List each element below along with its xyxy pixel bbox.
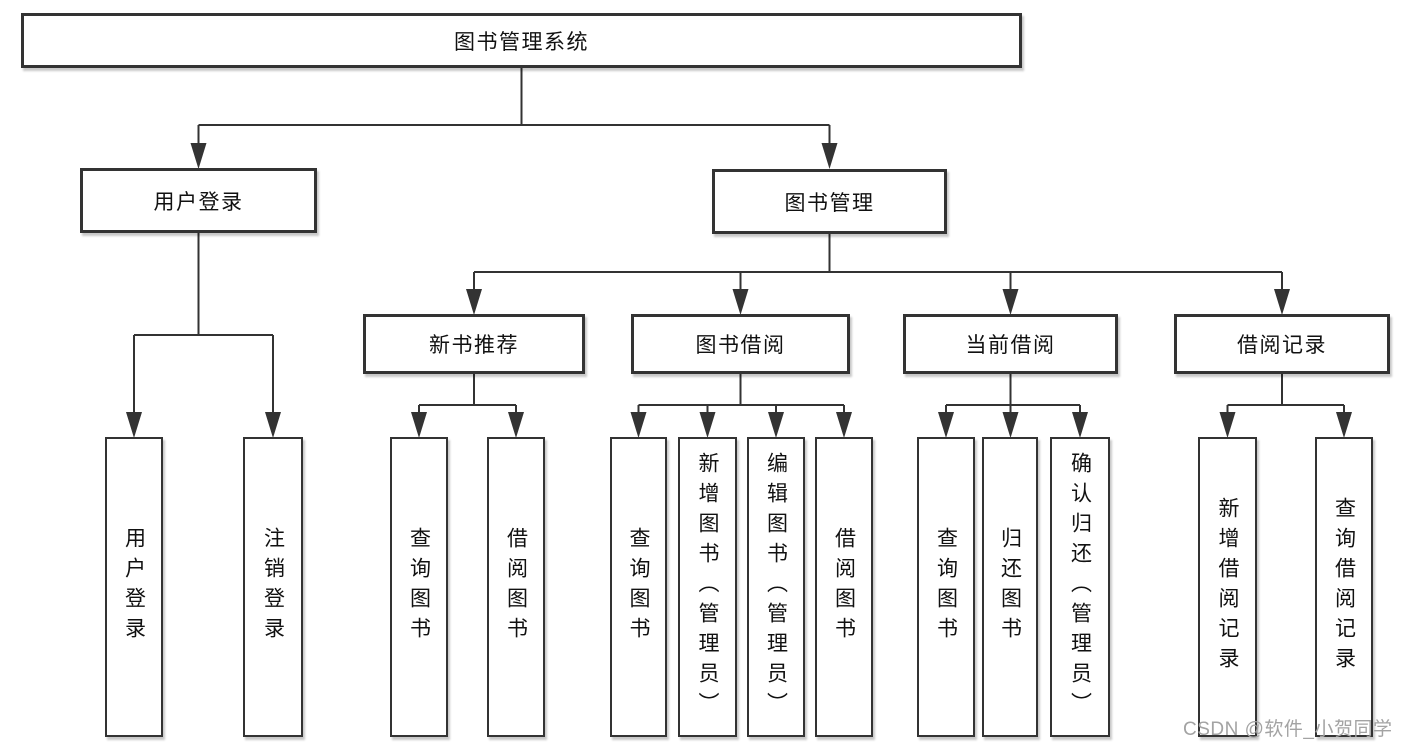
node-label: 当前借阅 (965, 334, 1056, 357)
leaf-user-login: 用户登录 (105, 437, 163, 737)
node-label: 图书借阅 (695, 334, 786, 357)
leaf-confirm-return-admin: 确认归还（管理员） (1050, 437, 1110, 737)
node-library-management-system: 图书管理系统 (21, 13, 1022, 68)
node-new-book-recommendation: 新书推荐 (363, 314, 585, 374)
node-user-login: 用户登录 (80, 168, 317, 233)
leaf-add-borrow-record: 新增借阅记录 (1198, 437, 1257, 737)
node-label: 归还图书 (998, 527, 1022, 647)
node-label: 新书推荐 (429, 334, 519, 357)
node-label: 借阅图书 (504, 527, 528, 647)
node-label: 图书管理系统 (454, 30, 589, 54)
node-label: 编辑图书（管理员） (764, 452, 788, 722)
node-book-borrowing: 图书借阅 (631, 314, 850, 374)
node-label: 图书管理 (784, 191, 875, 215)
node-label: 借阅图书 (832, 527, 856, 647)
leaf-logout: 注销登录 (243, 437, 303, 737)
node-label: 查询图书 (627, 527, 650, 647)
node-label: 查询图书 (407, 527, 431, 647)
node-label: 查询借阅记录 (1332, 497, 1356, 677)
node-label: 确认归还（管理员） (1068, 452, 1092, 722)
leaf-query-books-borrowing: 查询图书 (610, 437, 667, 737)
node-label: 新增借阅记录 (1216, 497, 1239, 677)
node-current-borrowing: 当前借阅 (903, 314, 1118, 374)
leaf-add-books-admin: 新增图书（管理员） (678, 437, 737, 737)
leaf-borrow-books: 借阅图书 (815, 437, 873, 737)
leaf-borrow-books-recommend: 借阅图书 (487, 437, 545, 737)
leaf-query-books-current: 查询图书 (917, 437, 975, 737)
node-label: 注销登录 (261, 527, 285, 647)
node-label: 新增图书（管理员） (696, 452, 719, 722)
node-borrowing-records: 借阅记录 (1174, 314, 1390, 374)
leaf-edit-books-admin: 编辑图书（管理员） (747, 437, 805, 737)
node-book-management: 图书管理 (712, 169, 947, 234)
leaf-query-books-recommend: 查询图书 (390, 437, 448, 737)
node-label: 查询图书 (934, 527, 958, 647)
node-label: 用户登录 (153, 190, 244, 214)
node-label: 借阅记录 (1237, 334, 1327, 357)
leaf-return-books: 归还图书 (982, 437, 1038, 737)
csdn-watermark: CSDN @软件_小贺同学 (1183, 719, 1393, 740)
leaf-query-borrow-record: 查询借阅记录 (1315, 437, 1373, 737)
node-label: 用户登录 (122, 527, 146, 647)
